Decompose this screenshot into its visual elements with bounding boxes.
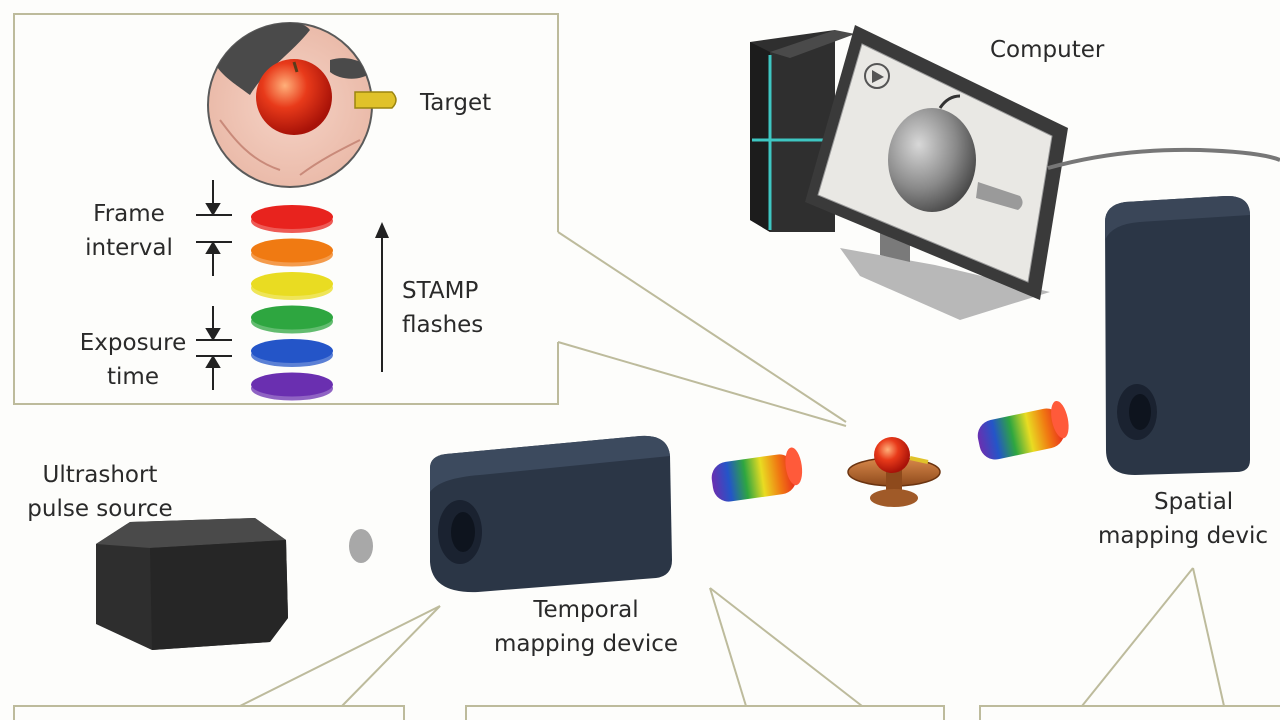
stamp-callout	[13, 13, 847, 427]
exposure-time-line-2: time	[107, 364, 159, 390]
pulse-source-line-2: pulse source	[27, 496, 173, 522]
pulse-source-label: Ultrashort pulse source	[20, 458, 180, 526]
stage-apple-icon	[874, 437, 910, 473]
computer	[750, 25, 1280, 320]
stamp-flashes-line-2: flashes	[402, 312, 484, 338]
exposure-time-line-1: Exposure	[79, 330, 187, 356]
frame-interval-line-1: Frame	[93, 201, 165, 227]
stamp-flashes-line-1: STAMP	[402, 278, 479, 304]
pulse-train-1	[711, 447, 803, 502]
play-icon	[864, 63, 890, 89]
screen-apple-icon	[888, 108, 976, 212]
flash-disc	[251, 339, 333, 363]
flash-disc	[251, 372, 333, 397]
flash-disc	[251, 205, 333, 229]
apple-icon	[256, 59, 332, 135]
target-magnified-view	[207, 22, 373, 188]
spatial-mapping-device	[1105, 195, 1250, 475]
exposure-time-label: Exposure time	[70, 326, 196, 394]
frame-interval-label: Frame interval	[66, 197, 192, 265]
temporal-device-line-1: Temporal	[533, 597, 639, 623]
pulse-source-line-1: Ultrashort	[42, 462, 158, 488]
frame-interval-line-2: interval	[85, 235, 173, 261]
frame-interval-marker	[196, 180, 232, 276]
spatial-device-line-2: mapping device	[1098, 523, 1268, 549]
flash-disc	[251, 305, 333, 330]
stamp-direction-arrow	[375, 222, 389, 372]
target-stage	[847, 437, 941, 507]
initial-pulse-icon	[349, 529, 373, 563]
temporal-mapping-device	[430, 435, 672, 593]
bottom-callouts	[13, 567, 1280, 720]
target-label: Target	[420, 90, 492, 116]
bullet-icon	[354, 91, 397, 109]
spatial-device-label: Spatial mapping device	[1098, 485, 1268, 553]
exposure-time-marker	[196, 306, 232, 390]
pulse-train-2	[977, 400, 1069, 460]
temporal-device-line-2: mapping device	[493, 631, 679, 657]
flash-disc	[251, 238, 333, 263]
flash-disc	[251, 272, 333, 296]
temporal-device-label: Temporal mapping device	[486, 593, 686, 661]
pulse-source	[96, 518, 288, 650]
spatial-device-line-1: Spatial	[1154, 489, 1234, 515]
computer-label: Computer	[990, 37, 1105, 63]
stamp-flashes-label: STAMP flashes	[402, 274, 483, 342]
stamp-flash-stack	[251, 205, 333, 401]
